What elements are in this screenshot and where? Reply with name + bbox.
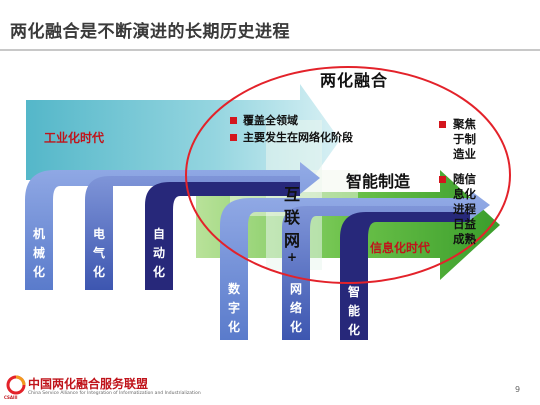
internet-plus-label: 互联网+ [283, 185, 300, 264]
stage-digitization: 数 字 化 [227, 282, 240, 334]
bullet-square-icon [439, 121, 446, 128]
fusion-bullet: 主要发生在网络化阶段 [230, 129, 353, 146]
industrial-era-label: 工业化时代 [44, 131, 105, 145]
fusion-ellipse [185, 66, 511, 284]
fusion-bullets: 覆盖全领域 主要发生在网络化阶段 [230, 112, 353, 146]
bullet-square-icon [439, 176, 446, 183]
fusion-label: 两化融合 [320, 71, 389, 90]
bullet-square-icon [230, 134, 237, 141]
info-era-label: 信息化时代 [370, 241, 431, 255]
fusion-bullet-text: 主要发生在网络化阶段 [243, 131, 353, 144]
footer-org-name-en: China Service Alliance for Integration o… [28, 391, 201, 396]
side-bullet-mature: 随信 息化 进程 日益 成熟 [439, 172, 487, 247]
stage-intelligence: 智 能 化 [347, 285, 360, 337]
stage-arrow-intelligence [340, 212, 470, 340]
fusion-bullet-text: 覆盖全领域 [243, 114, 298, 127]
fusion-bullet: 覆盖全领域 [230, 112, 353, 129]
stage-arrow-networking [282, 206, 470, 340]
stage-arrow-digitization [220, 190, 490, 340]
footer-org-name: 中国两化融合服务联盟 [28, 377, 149, 391]
page-number: 9 [515, 385, 521, 394]
side-bullet-focus: 聚焦 于制 造业 [439, 117, 487, 162]
stage-mechanization: 机 械 化 [32, 227, 45, 279]
title-rule [0, 49, 540, 51]
stage-arrow-electrification [85, 176, 300, 290]
stage-arrow-automation [145, 182, 300, 290]
stage-arrow-mechanization [25, 162, 320, 290]
bullet-square-icon [230, 117, 237, 124]
alliance-logo-icon [6, 375, 26, 395]
smart-manufacturing-label: 智能制造 [346, 172, 411, 191]
slide-title: 两化融合是不断演进的长期历史进程 [10, 22, 290, 42]
stage-networking: 网 络 化 [289, 282, 302, 334]
stage-automation: 自 动 化 [152, 227, 165, 279]
industrial-era-arrow [26, 84, 340, 196]
footer-logo-text: CSAIII [4, 395, 18, 400]
stage-electrification: 电 气 化 [92, 227, 105, 279]
